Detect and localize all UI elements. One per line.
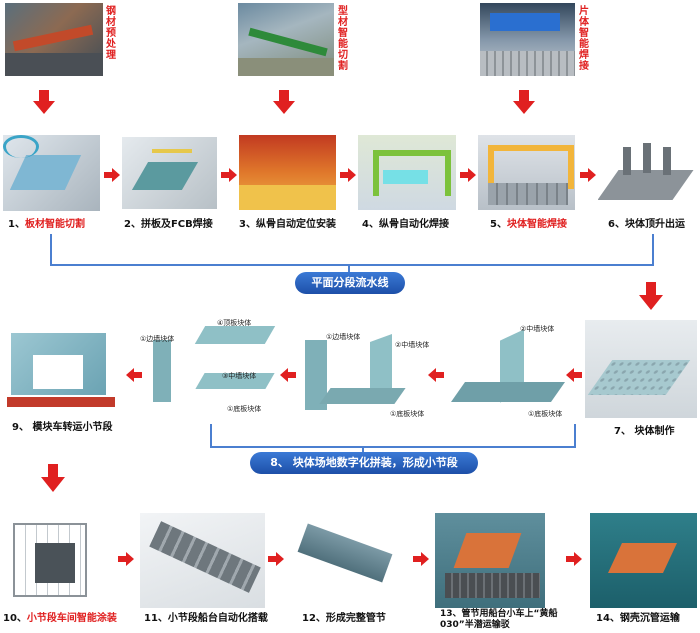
label-steel-pretreatment: 钢材预处理: [106, 6, 116, 61]
step10-label: 10、小节段车间智能涂装: [3, 613, 117, 624]
down-arrow-icon: [513, 90, 535, 114]
right-arrow-icon: [580, 168, 596, 182]
step11-image: [140, 513, 265, 608]
block-assembly-c-image: [145, 318, 277, 416]
step7-label: 7、 块体制作: [614, 426, 675, 437]
tag-mid-block: ③中墙块体: [222, 372, 257, 380]
step12-label: 12、形成完整管节: [302, 613, 386, 624]
left-arrow-icon: [280, 368, 296, 382]
step2-image: [122, 137, 217, 209]
down-arrow-icon: [639, 282, 663, 310]
down-arrow-icon: [33, 90, 55, 114]
step4-label: 4、纵骨自动化焊接: [362, 219, 449, 230]
right-arrow-icon: [460, 168, 476, 182]
step14-label: 14、钢壳沉管运输: [596, 613, 680, 624]
tag-top-block: ④顶板块体: [217, 319, 252, 327]
step4-image: [358, 135, 456, 210]
tag-mid-block: ②中墙块体: [520, 325, 555, 333]
right-arrow-icon: [566, 552, 582, 566]
step13-label: 13、管节用船台小车上“黄船030”半潜运输驳: [440, 609, 558, 630]
step2-label: 2、拼板及FCB焊接: [124, 219, 213, 230]
down-arrow-icon: [273, 90, 295, 114]
step5-label: 5、块体智能焊接: [490, 219, 567, 230]
label-profile-cutting: 型材智能切割: [338, 6, 348, 72]
photo-panel-welding: [480, 3, 575, 76]
step9-image: [3, 325, 118, 415]
bracket-connector: [362, 446, 364, 452]
block-assembly-b-image: [300, 330, 425, 420]
right-arrow-icon: [118, 552, 134, 566]
step3-image: [239, 135, 336, 210]
left-arrow-icon: [126, 368, 142, 382]
bracket-connector: [348, 264, 350, 272]
left-arrow-icon: [566, 368, 582, 382]
left-arrow-icon: [428, 368, 444, 382]
banner-block-assembly: 8、 块体场地数字化拼装，形成小节段: [250, 452, 478, 474]
right-arrow-icon: [413, 552, 429, 566]
step6-image: [598, 135, 697, 211]
step1-image: [3, 135, 100, 211]
right-arrow-icon: [340, 168, 356, 182]
step12-image: [285, 513, 405, 608]
step7-image: [585, 320, 697, 418]
step3-label: 3、纵骨自动定位安装: [239, 219, 336, 230]
step14-image: [590, 513, 697, 608]
label-panel-welding: 片体智能焊接: [579, 6, 589, 72]
step13-image: [435, 513, 545, 608]
banner-flat-section-line: 平面分段流水线: [295, 272, 405, 294]
step1-label: 1、板材智能切割: [8, 219, 85, 230]
photo-profile-cutting: [238, 3, 334, 76]
tag-side-block: ①边墙块体: [326, 333, 361, 341]
step10-image: [3, 513, 113, 608]
tag-bottom-block: ①底板块体: [528, 410, 563, 418]
photo-steel-pretreatment: [5, 3, 103, 76]
step11-label: 11、小节段船台自动化搭载: [144, 613, 268, 624]
right-arrow-icon: [221, 168, 237, 182]
tag-bottom-block: ①底板块体: [227, 405, 262, 413]
right-arrow-icon: [268, 552, 284, 566]
tag-side-block: ①边墙块体: [140, 335, 175, 343]
bracket-line: [210, 424, 576, 448]
step5-image: [478, 135, 575, 210]
block-assembly-a-image: [450, 320, 575, 420]
right-arrow-icon: [104, 168, 120, 182]
tag-bottom-block: ①底板块体: [390, 410, 425, 418]
down-arrow-icon: [41, 464, 65, 492]
tag-mid-block: ②中墙块体: [395, 341, 430, 349]
step6-label: 6、块体顶升出运: [608, 219, 685, 230]
step9-label: 9、 模块车转运小节段: [12, 422, 113, 433]
bracket-line: [50, 234, 654, 266]
